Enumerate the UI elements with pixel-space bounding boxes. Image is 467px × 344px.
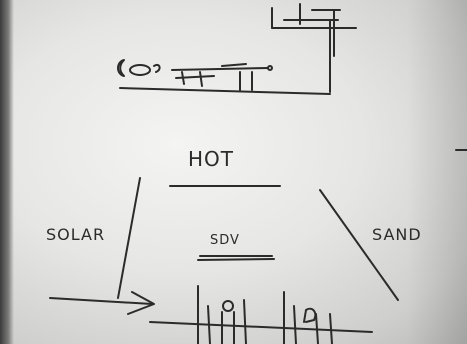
bottom-structures-sketch	[150, 286, 372, 344]
label-hot: HOT	[188, 147, 234, 171]
label-solar: SOLAR	[46, 225, 105, 244]
label-sand: SAND	[372, 225, 422, 244]
label-sdv: SDV	[210, 233, 240, 248]
top-scribble-row	[118, 20, 330, 94]
arrow-icon	[50, 292, 154, 314]
top-structure-sketch	[272, 4, 356, 56]
left-diagonal-line	[118, 178, 140, 298]
right-diagonal-line	[320, 190, 398, 300]
